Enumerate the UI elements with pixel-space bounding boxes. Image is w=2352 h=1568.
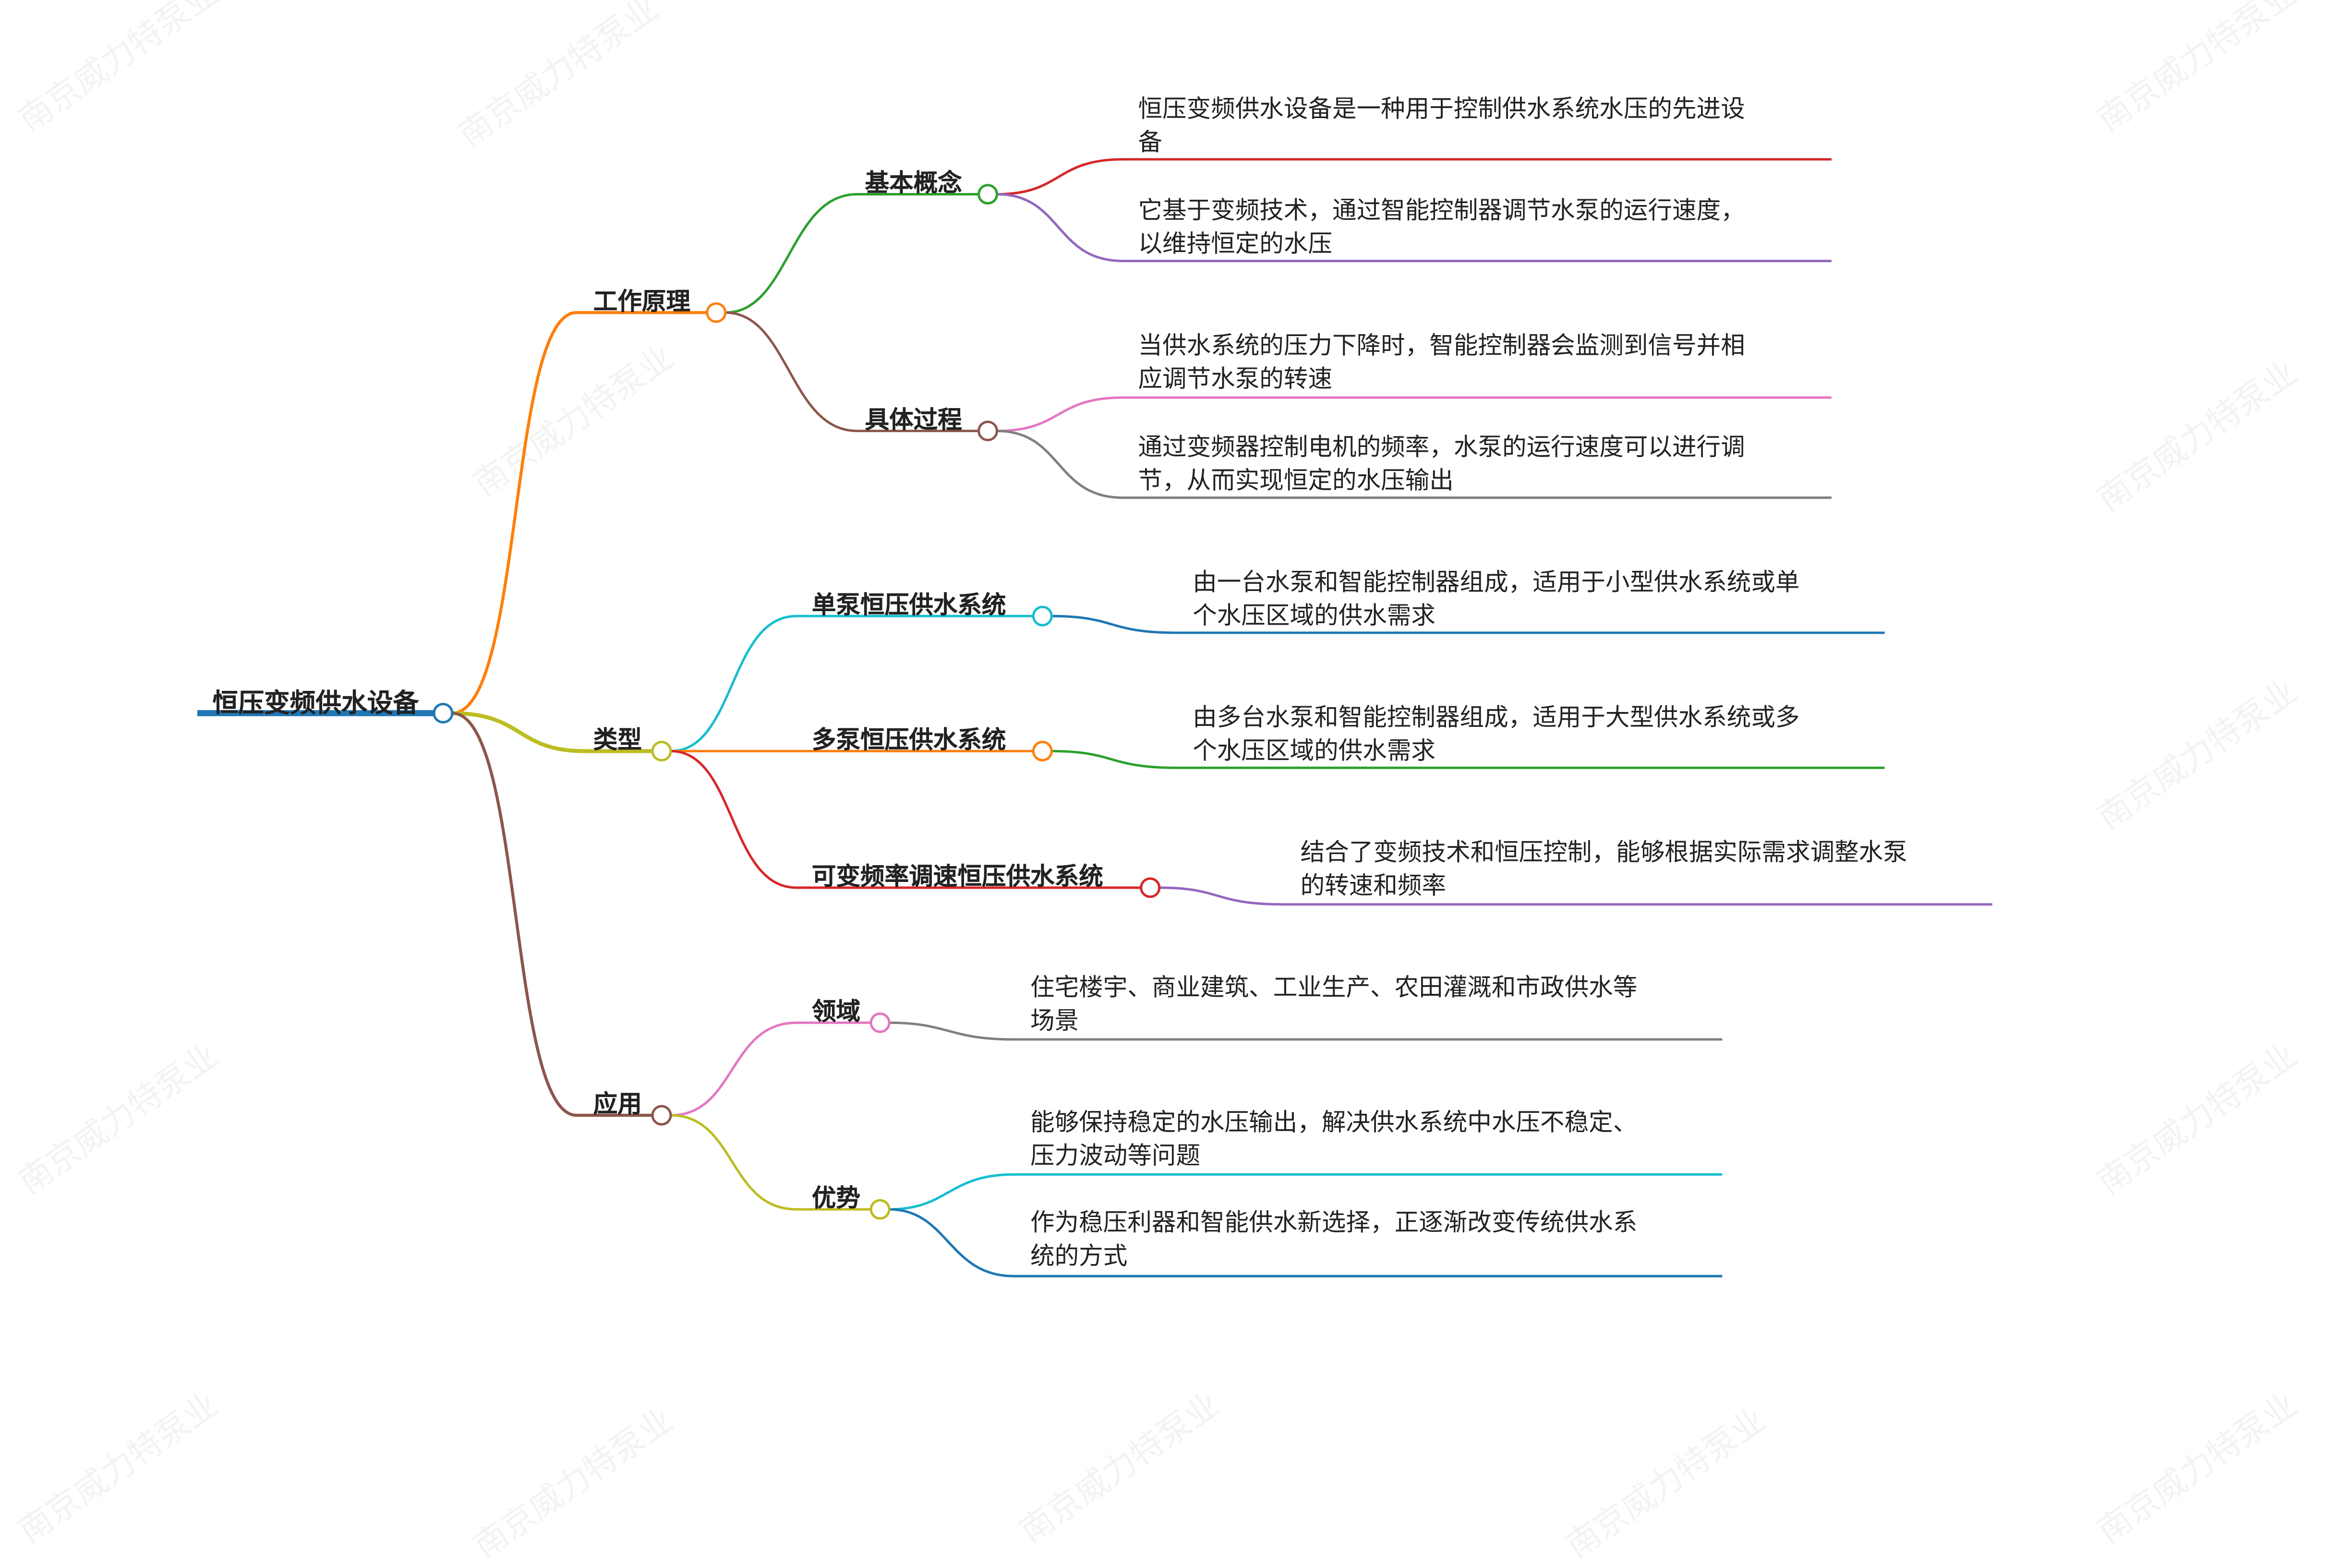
- edge-root-application: [452, 712, 653, 1117]
- leaf-node[interactable]: 作为稳压利器和智能供水新选择，正逐渐改变传统供水系 统的方式: [1030, 1207, 1638, 1270]
- edge-process-leaf: [997, 430, 1832, 499]
- leaf-node[interactable]: 由多台水泵和智能控制器组成，适用于大型供水系统或多 个水压区域的供水需求: [1193, 702, 1800, 765]
- edge-advantage-leaf: [889, 1173, 1723, 1211]
- node-concept[interactable]: 基本概念: [865, 168, 962, 197]
- edge-application-field: [670, 1021, 871, 1117]
- node-field[interactable]: 领域: [811, 997, 861, 1026]
- edge-advantage-leaf: [889, 1208, 1723, 1278]
- root-node[interactable]: 恒压变频供水设备: [212, 688, 419, 720]
- process-collapse-toggle[interactable]: [977, 421, 999, 442]
- multi-collapse-toggle[interactable]: [1032, 741, 1053, 761]
- node-multi-pump[interactable]: 多泵恒压供水系统: [811, 725, 1006, 754]
- connector-layer: [197, 158, 1992, 1278]
- leaf-node[interactable]: 通过变频器控制电机的频率，水泵的运行速度可以进行调 节，从而实现恒定的水压输出: [1138, 432, 1745, 495]
- leaf-node[interactable]: 恒压变频供水设备是一种用于控制供水系统水压的先进设 备: [1138, 94, 1745, 157]
- leaf-node[interactable]: 由一台水泵和智能控制器组成，适用于小型供水系统或单 个水压区域的供水需求: [1193, 567, 1800, 630]
- edge-root-types: [452, 711, 653, 753]
- advantage-collapse-toggle[interactable]: [869, 1199, 891, 1220]
- field-collapse-toggle[interactable]: [869, 1012, 891, 1033]
- root-collapse-toggle[interactable]: [433, 702, 454, 724]
- leaf-node[interactable]: 结合了变频技术和恒压控制，能够根据实际需求调整水泵 的转速和频率: [1300, 837, 1907, 900]
- leaf-node[interactable]: 住宅楼宇、商业建筑、工业生产、农田灌溉和市政供水等 场景: [1030, 972, 1638, 1035]
- edge-types-vfd: [670, 749, 1141, 889]
- edge-field-leaf: [889, 1021, 1723, 1041]
- application-collapse-toggle[interactable]: [651, 1105, 672, 1126]
- node-types[interactable]: 类型: [593, 725, 642, 754]
- principle-collapse-toggle[interactable]: [706, 302, 727, 323]
- concept-collapse-toggle[interactable]: [977, 184, 999, 205]
- node-application[interactable]: 应用: [593, 1089, 642, 1119]
- edge-vfd-leaf: [1159, 886, 1992, 906]
- leaf-node[interactable]: 当供水系统的压力下降时，智能控制器会监测到信号并相 应调节水泵的转速: [1138, 331, 1745, 393]
- node-advantage[interactable]: 优势: [811, 1183, 861, 1213]
- edge-multi-leaf: [1051, 749, 1885, 769]
- edge-single-leaf: [1051, 615, 1885, 634]
- edge-types-single: [670, 615, 1034, 753]
- edge-principle-concept: [725, 193, 979, 314]
- edge-concept-leaf: [997, 158, 1832, 196]
- node-vfd[interactable]: 可变频率调速恒压供水系统: [811, 862, 1103, 891]
- edge-application-advantage: [670, 1114, 871, 1211]
- vfd-collapse-toggle[interactable]: [1140, 877, 1161, 898]
- edge-root-principle: [452, 311, 707, 715]
- mindmap-canvas: 南京威力特泵业 南京威力特泵业 南京威力特泵业 南京威力特泵业 南京威力特泵业 …: [12, 0, 2304, 1567]
- single-collapse-toggle[interactable]: [1032, 605, 1053, 627]
- edge-process-leaf: [997, 396, 1832, 433]
- node-single-pump[interactable]: 单泵恒压供水系统: [811, 590, 1006, 619]
- leaf-node[interactable]: 能够保持稳定的水压输出，解决供水系统中水压不稳定、 压力波动等问题: [1030, 1108, 1638, 1170]
- leaf-node[interactable]: 它基于变频技术，通过智能控制器调节水泵的运行速度， 以维持恒定的水压: [1138, 195, 1745, 258]
- edge-principle-process: [725, 311, 979, 433]
- types-collapse-toggle[interactable]: [651, 741, 672, 761]
- edge-concept-leaf: [997, 193, 1832, 263]
- node-principle[interactable]: 工作原理: [593, 287, 691, 316]
- node-process[interactable]: 具体过程: [865, 405, 962, 434]
